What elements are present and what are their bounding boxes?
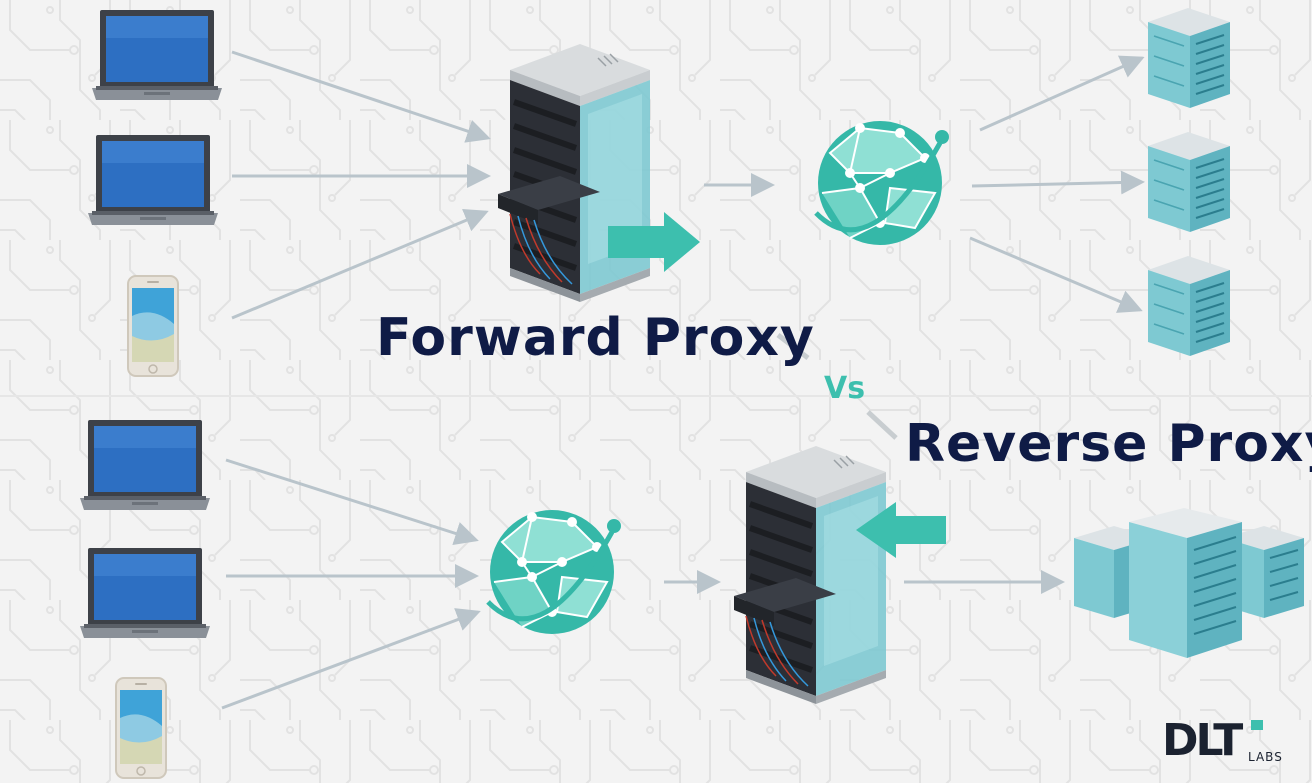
forward-direction-arrow-icon (608, 212, 700, 272)
forward-proxy-title: Forward Proxy (376, 308, 815, 368)
logo-subtext: LABS (1248, 750, 1283, 764)
dlt-labs-logo: DLT LABS (1162, 718, 1302, 778)
reverse-connection-arrows (221, 458, 1065, 710)
logo-accent-square (1251, 720, 1263, 730)
client-laptop-icon (92, 10, 222, 100)
reverse-direction-arrow-icon (856, 502, 946, 558)
destination-server-icon (1147, 7, 1231, 109)
destination-server-icon (1147, 131, 1231, 233)
client-laptop-icon (88, 135, 218, 225)
logo-wordmark: DLT (1162, 715, 1243, 766)
vs-connector-line (866, 410, 898, 440)
client-smartphone-icon (115, 677, 167, 779)
destination-server-icon (1147, 255, 1231, 357)
forward-connection-arrows (231, 50, 1145, 320)
reverse-proxy-title: Reverse Proxy (905, 414, 1312, 474)
client-smartphone-icon (127, 275, 179, 377)
forward-proxy-server-icon (498, 44, 650, 302)
client-laptop-icon (80, 548, 210, 638)
client-laptop-icon (80, 420, 210, 510)
vs-label: Vs (824, 371, 866, 406)
vs-connector-line (776, 333, 810, 360)
reverse-proxy-server-icon (734, 446, 886, 704)
